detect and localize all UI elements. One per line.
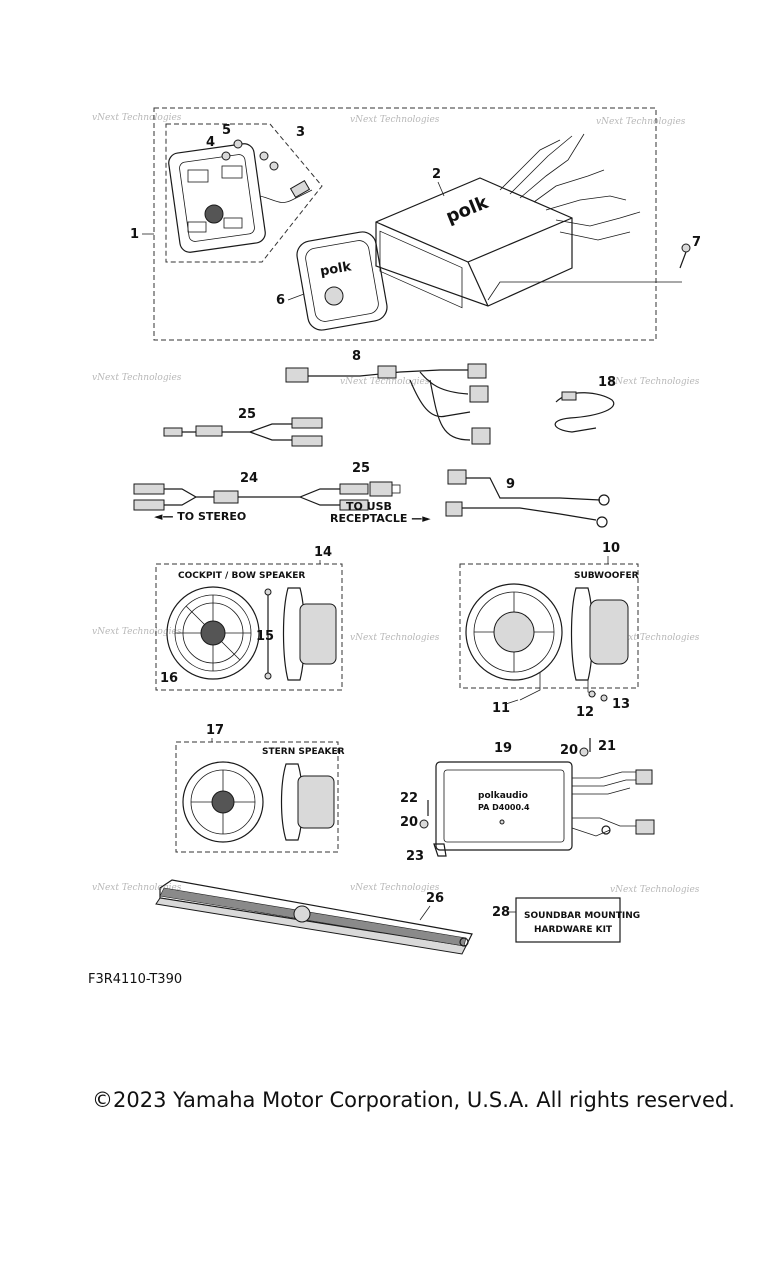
part-number: 13: [612, 697, 630, 712]
stern-speaker-caption: STERN SPEAKER: [262, 747, 345, 757]
soundbar-kit: SOUNDBAR MOUNTING HARDWARE KIT 28: [492, 897, 640, 943]
soundbar-kit-caption: SOUNDBAR MOUNTING: [524, 911, 640, 921]
watermark: vNext Technologies: [350, 115, 440, 125]
remote-brand: polk: [319, 259, 353, 279]
cockpit-speaker-outline: [155, 563, 343, 691]
part-number: 20: [400, 815, 418, 830]
part-number: 7: [692, 235, 701, 250]
nut: [233, 139, 243, 149]
usb-cable-24: 24 ◄— TO STEREO TO USB RECEPTACLE —►: [133, 471, 431, 525]
part-number: 1: [130, 227, 139, 242]
part-number: 12: [576, 705, 594, 720]
part-number: 14: [314, 545, 332, 560]
part-number: 23: [406, 849, 424, 864]
part-number: 8: [352, 349, 361, 364]
to-stereo-caption: ◄— TO STEREO: [154, 510, 246, 523]
head-unit: polk: [375, 133, 682, 309]
part-number: 16: [160, 671, 178, 686]
cable-18: 18: [554, 375, 616, 433]
part-number: 11: [492, 701, 510, 716]
stern-speaker: STERN SPEAKER 17: [175, 723, 345, 853]
watermark: vNext Technologies: [610, 377, 700, 387]
part-number: 10: [602, 541, 620, 556]
watermark: vNext Technologies: [350, 883, 440, 893]
part-number: 4: [206, 135, 215, 150]
part-number: 3: [296, 125, 305, 140]
part-number: 28: [492, 905, 510, 920]
soundbar: 26: [155, 879, 473, 955]
to-usb-caption-2: RECEPTACLE —►: [330, 512, 431, 525]
part-number: 19: [494, 741, 512, 756]
part-number: 22: [400, 791, 418, 806]
control-unit-outline: [165, 123, 323, 263]
watermark: vNext Technologies: [92, 883, 182, 893]
diagram-code: F3R4110-T390: [88, 972, 183, 987]
watermark: vNext Technologies: [596, 117, 686, 127]
part-number: 20: [560, 743, 578, 758]
amplifier: polkaudio PA D4000.4 19 20 20 21 22 23: [400, 738, 655, 864]
assembly-outline: [153, 107, 657, 341]
stern-speaker-outline: [175, 741, 339, 853]
part-number: 25: [238, 407, 256, 422]
remote-cover: polk: [296, 231, 388, 331]
control-unit: [168, 143, 313, 253]
subwoofer-caption: SUBWOOFER: [574, 571, 639, 581]
part-number: 15: [256, 629, 274, 644]
watermarks: vNext Technologies vNext Technologies vN…: [92, 113, 700, 895]
wiring-harness-8: 8: [285, 349, 491, 445]
part-number: 18: [598, 375, 616, 390]
amp-model: PA D4000.4: [478, 803, 530, 812]
nut: [221, 151, 231, 161]
usb-adapter-26: 25: [352, 461, 401, 497]
copyright-notice: ©2023 Yamaha Motor Corporation, U.S.A. A…: [92, 1088, 735, 1112]
watermark: vNext Technologies: [340, 377, 430, 387]
part-number: 9: [506, 477, 515, 492]
watermark: vNext Technologies: [350, 633, 440, 643]
watermark: vNext Technologies: [92, 627, 182, 637]
part-number: 5: [222, 123, 231, 138]
soundbar-kit-caption-2: HARDWARE KIT: [534, 925, 613, 935]
subwoofer: SUBWOOFER 10 11 12 13: [459, 541, 639, 720]
cockpit-speaker: COCKPIT / BOW SPEAKER 14 15 16: [155, 545, 343, 691]
wiring-harness-9: 9: [445, 469, 610, 528]
part-number: 17: [206, 723, 224, 738]
part-number: 26: [426, 891, 444, 906]
part-number: 21: [598, 739, 616, 754]
amp-brand: polkaudio: [478, 791, 528, 801]
watermark: vNext Technologies: [610, 885, 700, 895]
part-number: 25: [352, 461, 370, 476]
head-unit-brand: polk: [443, 192, 492, 228]
part-number: 6: [276, 293, 285, 308]
watermark: vNext Technologies: [610, 633, 700, 643]
subwoofer-outline: [459, 563, 639, 689]
cockpit-speaker-caption: COCKPIT / BOW SPEAKER: [178, 571, 305, 581]
to-usb-caption: TO USB: [346, 500, 392, 513]
watermark: vNext Technologies: [92, 373, 182, 383]
part-number: 2: [432, 167, 441, 182]
watermark: vNext Technologies: [92, 113, 182, 123]
screw: [679, 243, 691, 269]
part-number: 24: [240, 471, 258, 486]
nut: [269, 161, 279, 171]
head-unit-assembly: polk polk 1: [130, 107, 701, 341]
rca-cable-25: 25: [163, 407, 323, 447]
nut: [259, 151, 269, 161]
